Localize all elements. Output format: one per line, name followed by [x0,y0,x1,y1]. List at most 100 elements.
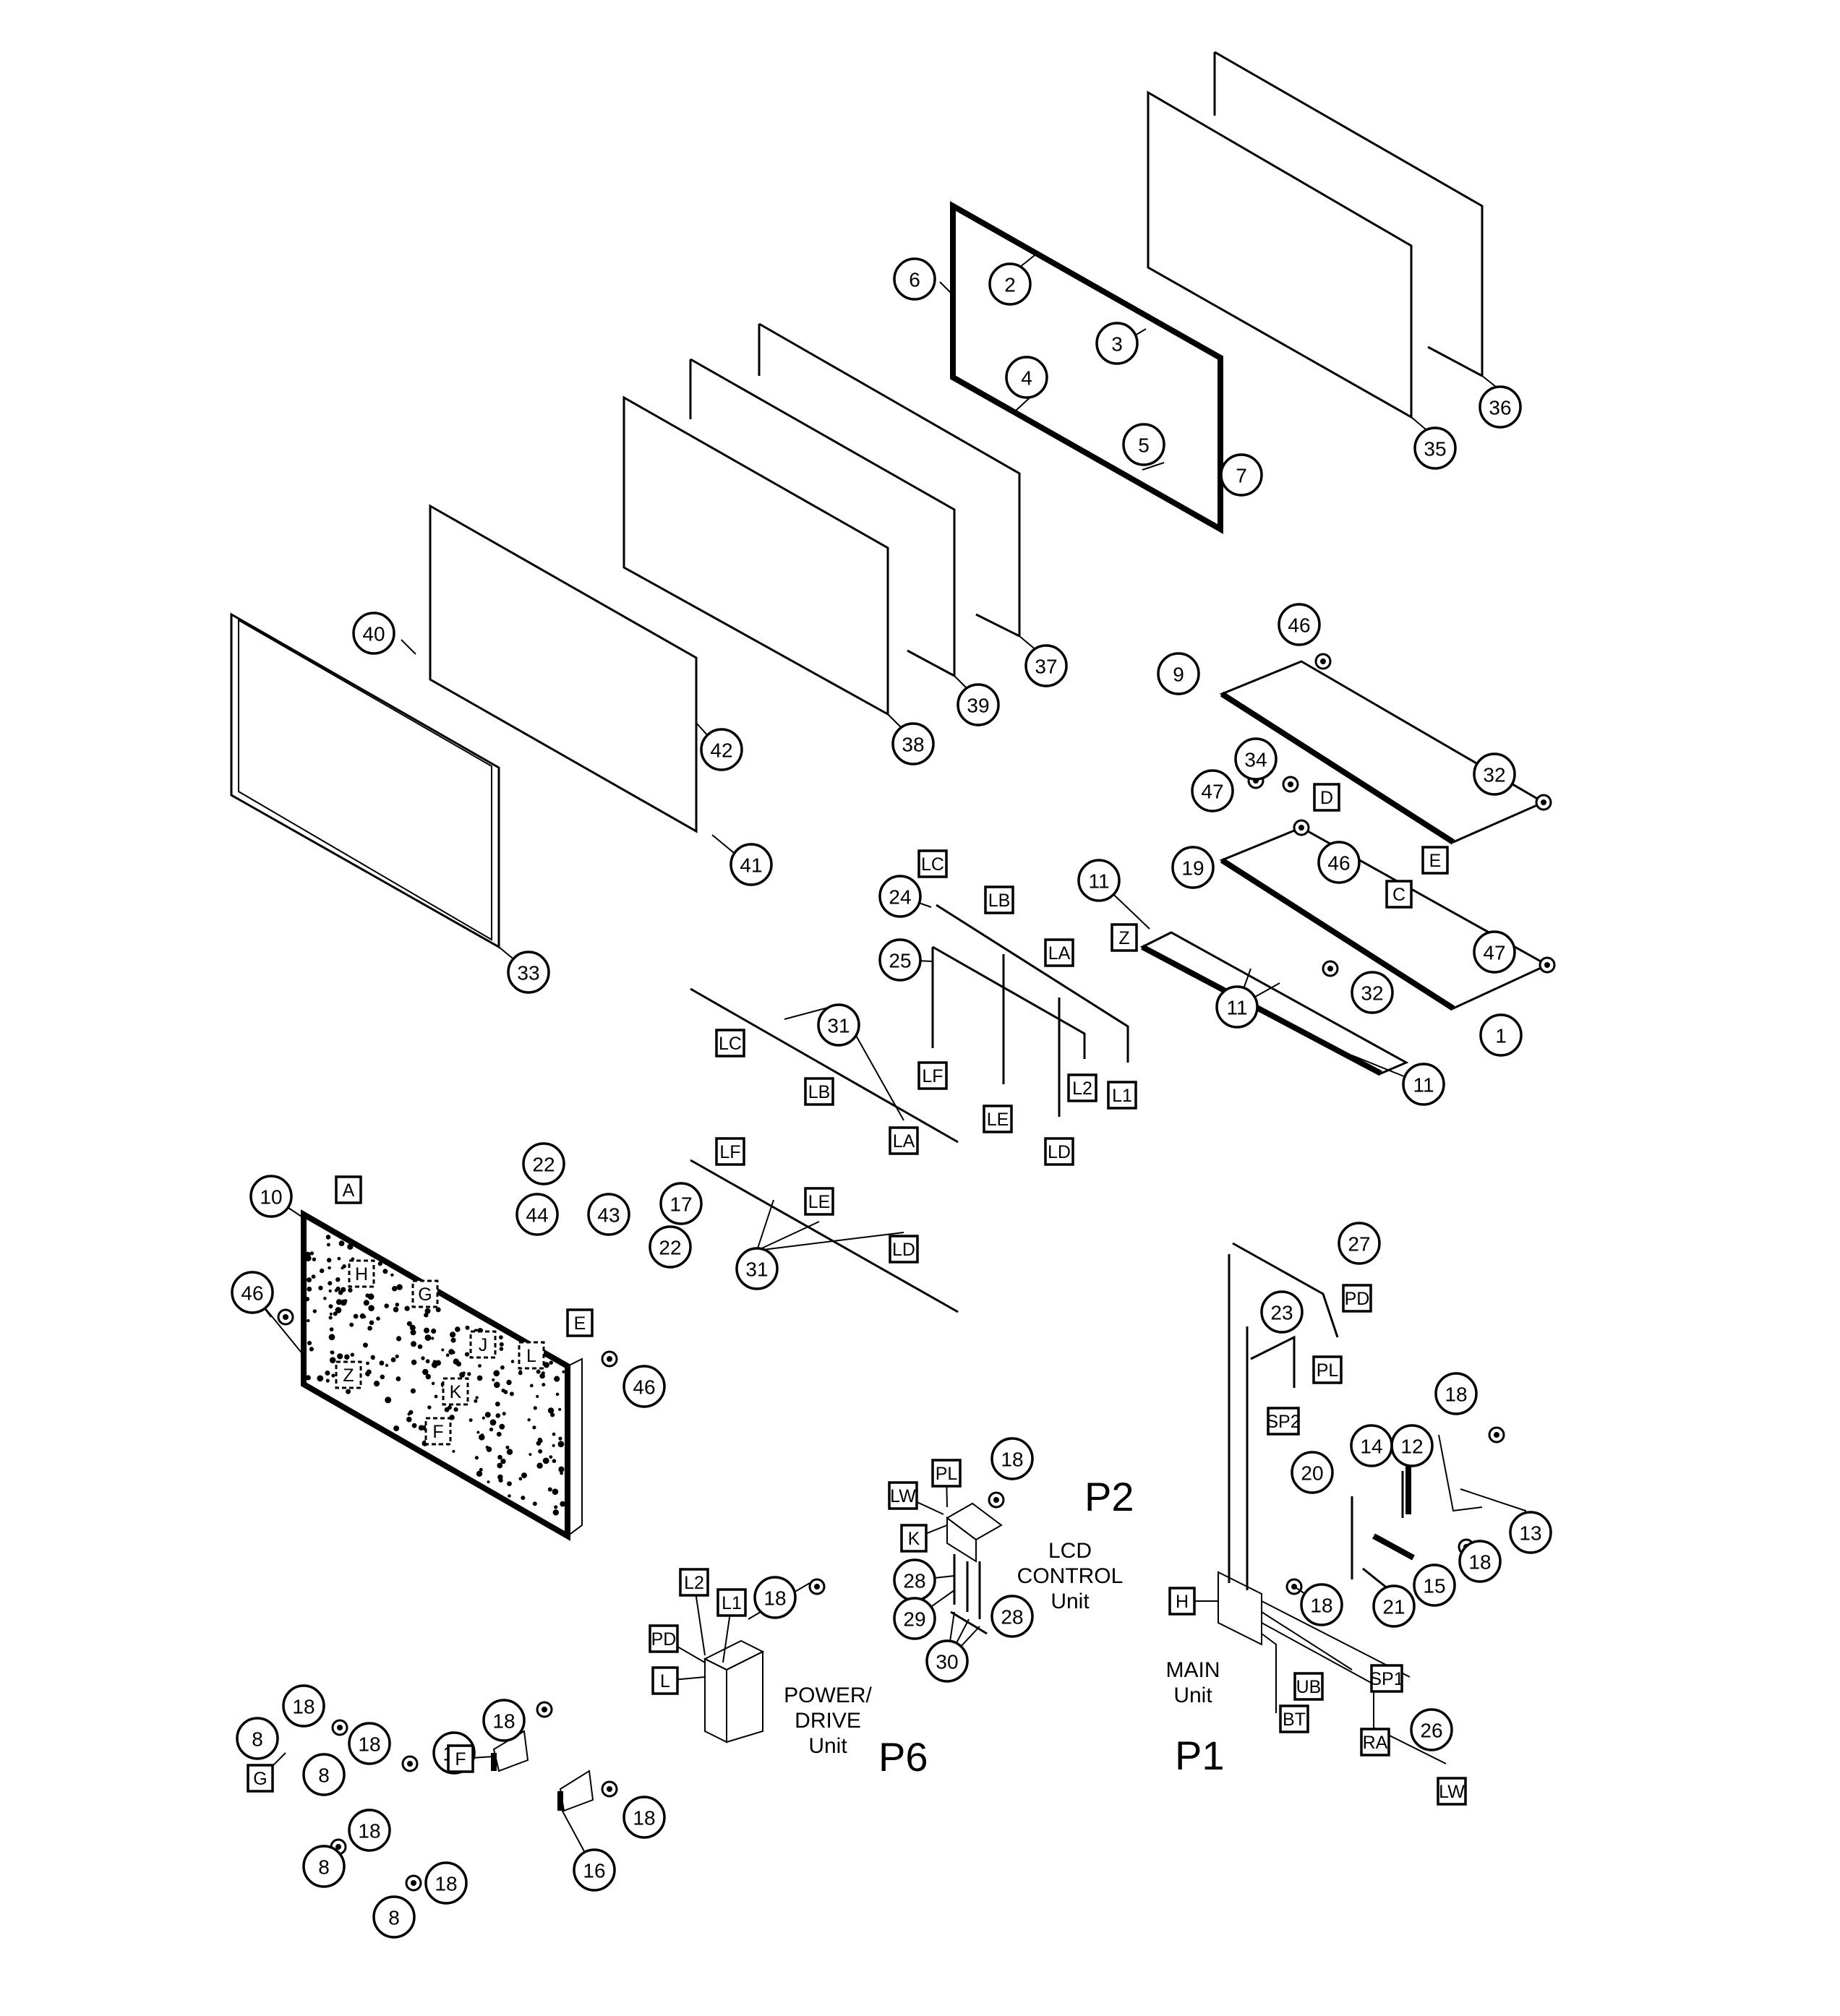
screw-14 [808,1578,826,1595]
board-dot [554,1505,558,1509]
svg-text:22: 22 [659,1237,681,1259]
cable-31-upper [690,987,959,1144]
screw-13 [988,1491,1005,1509]
leader-3 [756,1221,820,1251]
svg-text:39: 39 [967,695,989,717]
connector-tag-BT: BT [1279,1704,1309,1733]
board-dot [379,1360,385,1366]
svg-text:POWER/: POWER/ [784,1683,872,1707]
board-dot [557,1441,565,1448]
callout-46: 46 [231,1271,274,1314]
panel-frame [950,201,1223,534]
part-callouts: 2345673635373938404241334693234474611194… [231,257,1552,1939]
board-dot [431,1337,435,1340]
board-dot [476,1430,480,1434]
board-dot [465,1325,470,1330]
callout-18: 18 [482,1699,526,1742]
svg-text:37: 37 [1035,656,1057,678]
svg-text:LW: LW [890,1486,916,1506]
svg-text:47: 47 [1483,942,1505,964]
board-dot [411,1359,417,1365]
board-dot [560,1501,566,1507]
board-dot [542,1383,546,1387]
svg-text:13: 13 [1519,1522,1541,1545]
svg-text:21: 21 [1382,1596,1405,1618]
board-dot [560,1471,563,1475]
connector-tag-C: C [1385,880,1413,909]
board-dot [385,1363,389,1368]
board-dot [558,1407,562,1411]
svg-text:LD: LD [892,1240,915,1260]
svg-text:L1: L1 [722,1593,742,1613]
svg-text:L1: L1 [1112,1086,1132,1106]
board-dot [305,1375,311,1381]
svg-text:15: 15 [1423,1575,1445,1597]
board-dot [475,1396,479,1399]
board-dot [363,1315,367,1318]
svg-text:46: 46 [1288,614,1310,637]
board-dot [493,1370,500,1377]
board-dot [492,1378,495,1382]
svg-text:35: 35 [1424,438,1446,460]
sheet-42 [429,504,698,833]
svg-text:33: 33 [517,962,539,985]
board-dot [476,1470,483,1477]
svg-text:26: 26 [1420,1720,1442,1742]
svg-text:18: 18 [435,1873,457,1895]
board-dot [311,1274,316,1279]
callout-1: 1 [1479,1013,1523,1057]
board-dot [497,1474,503,1480]
connector-tag-L1: L1 [716,1588,747,1617]
board-dot [346,1389,351,1394]
svg-text:28: 28 [1001,1606,1023,1629]
board-dot [500,1365,505,1370]
connector-tag-LW: LW [1437,1777,1467,1806]
board-dot [367,1326,372,1331]
svg-text:3: 3 [1111,333,1123,356]
svg-text:8: 8 [318,1764,330,1787]
board-dot [527,1418,531,1422]
connector-tag-L1: L1 [1107,1081,1137,1110]
callout-20: 20 [1291,1451,1334,1494]
svg-text:SP2: SP2 [1266,1412,1300,1432]
callout-40: 40 [352,612,395,655]
connector-tag-J: J [469,1330,497,1359]
power-drive-unit-label: POWER/ DRIVE Unit [784,1683,872,1758]
board-dot [474,1456,479,1460]
board-dot [337,1353,343,1360]
svg-text:G: G [418,1284,432,1305]
callout-12: 12 [1390,1424,1434,1467]
board-dot [329,1327,334,1331]
board-dot [487,1480,490,1484]
svg-text:E: E [1429,851,1442,871]
svg-text:L2: L2 [684,1573,704,1593]
svg-text:PD: PD [651,1629,677,1650]
board-dot [479,1434,485,1441]
board-dot [501,1389,505,1393]
svg-text:L2: L2 [1072,1078,1092,1099]
callout-22: 22 [649,1225,692,1269]
callout-29: 29 [893,1597,936,1640]
board-dot [406,1416,412,1423]
board-dot [543,1362,549,1368]
board-dot [484,1412,491,1418]
svg-text:LA: LA [1048,943,1071,964]
svg-text:H: H [1176,1592,1189,1612]
board-dot [499,1347,504,1351]
board-dot [555,1392,560,1397]
screw-19 [536,1701,553,1718]
connector-tag-E: E [1421,846,1449,875]
screw-0 [1314,653,1332,670]
board-dot [497,1462,503,1469]
svg-text:47: 47 [1201,781,1223,803]
board-dot [542,1457,549,1464]
board-dot [450,1337,456,1343]
svg-text:12: 12 [1400,1436,1423,1458]
board-dot [521,1472,527,1479]
board-dot [312,1257,317,1261]
svg-text:29: 29 [903,1608,925,1631]
svg-text:31: 31 [745,1258,768,1281]
callout-18: 18 [1300,1583,1343,1626]
